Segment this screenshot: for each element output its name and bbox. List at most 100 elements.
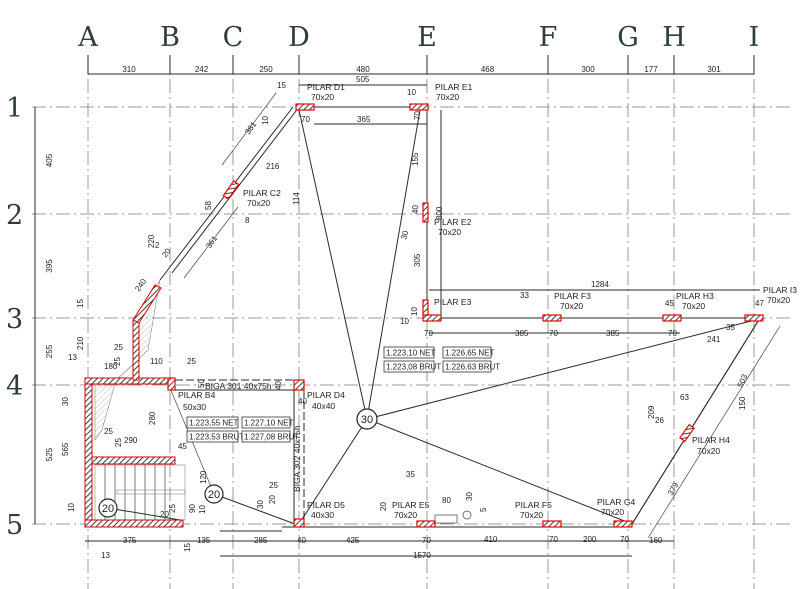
pillar-d4[interactable]: [293, 379, 305, 391]
pillar-name-label: PILAR I3: [763, 285, 797, 295]
pillar-e1[interactable]: [409, 103, 429, 111]
grid-column-label: G: [617, 22, 639, 53]
dimension-label: 503: [736, 372, 750, 388]
pillar-size-label: 70x20: [682, 301, 705, 311]
dimension-label: 375: [123, 536, 137, 545]
dimension-label: 10: [198, 505, 207, 514]
dimension-label: 565: [61, 442, 70, 456]
dimension-label: 63: [680, 393, 689, 402]
dimension-label: 200: [583, 535, 597, 544]
pillar-name-label: PILAR E2: [434, 217, 472, 227]
dimension-label: 150: [738, 396, 747, 410]
pillar-e2[interactable]: [422, 202, 429, 223]
dimension-label: 25: [114, 438, 123, 447]
slab-thickness-marker: [98, 498, 118, 518]
dimension-label: 10: [410, 307, 419, 316]
column-spacing-label: 301: [707, 65, 721, 74]
dimension-label: 33: [520, 291, 529, 300]
wall: [84, 519, 184, 528]
pillar-size-label: 70x20: [601, 507, 624, 517]
pillar-g4[interactable]: [613, 520, 633, 528]
dimension-label: 70: [549, 329, 558, 338]
row-spacing-label: 405: [45, 153, 54, 167]
dimension-label: 26: [655, 416, 664, 425]
dimension-label: 10: [400, 317, 409, 326]
span-line: [107, 507, 181, 521]
wall: [91, 456, 176, 465]
pillar-name-label: PILAR D4: [307, 390, 345, 400]
span-line: [366, 109, 421, 420]
pillar-size-label: 70x20: [520, 510, 543, 520]
dimension-label: 216: [266, 162, 280, 171]
dimension-label: 50: [197, 379, 206, 388]
dimension-label: 70: [668, 329, 677, 338]
beam-301-label: BIGA 301 40x75h: [205, 381, 272, 391]
grid-row-label: 3: [6, 304, 23, 335]
grid-column-label: I: [749, 22, 760, 53]
level-box: [442, 360, 492, 373]
grid-row-label: 5: [6, 510, 23, 541]
row-spacing-label: 255: [45, 344, 54, 358]
pillar-c2[interactable]: [222, 180, 240, 200]
dimension-label: 120: [199, 470, 208, 484]
pillars: [167, 103, 764, 528]
level-label: 1.223,08 BRUT: [386, 363, 441, 372]
dimension-label: 305: [413, 253, 422, 267]
dimension-label: 160: [649, 536, 663, 545]
grid-column-label: E: [417, 22, 437, 53]
slab-thickness-label: 20: [102, 503, 114, 515]
dimension-label: 379: [666, 480, 681, 497]
pillar-e3[interactable]: [422, 314, 442, 322]
dimension-label: 25: [168, 504, 177, 513]
pillar-h3[interactable]: [662, 314, 682, 322]
dimension-line: [647, 325, 781, 539]
pillar-i3[interactable]: [744, 314, 764, 322]
dimension-label: 35: [726, 323, 735, 332]
grid-row-label: 1: [6, 93, 23, 124]
column-spacing-label: 480: [356, 65, 370, 74]
dimension-label: 45: [178, 442, 187, 451]
dimension-label: 361: [204, 234, 219, 251]
dimension-label: 800: [435, 206, 444, 220]
dimension-label: 110: [150, 357, 163, 366]
dimension-label: 70: [424, 329, 433, 338]
dimension-label: 2: [155, 241, 160, 250]
pillar-f3[interactable]: [542, 314, 562, 322]
pillar-name-label: PILAR E5: [392, 500, 430, 510]
dimension-label: 280: [148, 411, 157, 425]
dimension-label: 381: [243, 120, 258, 137]
pillar-b4[interactable]: [167, 377, 176, 391]
dimension-label: 8: [245, 216, 250, 225]
dimension-line: [221, 92, 277, 166]
pillar-name-label: PILAR B4: [178, 390, 216, 400]
dimension-label: 45: [665, 299, 674, 308]
grid-lines: [32, 55, 790, 589]
pillar-size-label: 70x20: [438, 227, 461, 237]
wall: [132, 319, 140, 381]
dimension-label: 40: [297, 536, 306, 545]
level-box: [442, 346, 492, 359]
grid-column-label: F: [539, 22, 558, 53]
pillar-f5[interactable]: [542, 520, 562, 528]
grid-row-label: 4: [6, 371, 23, 402]
span-line: [298, 418, 368, 525]
slab-thickness-label: 20: [208, 489, 220, 501]
dimension-label: 20: [268, 495, 277, 504]
dimension-label: 15: [76, 299, 85, 308]
dimension-label: 90: [188, 504, 197, 513]
pillar-d1[interactable]: [295, 103, 315, 111]
dimension-label: 365: [357, 115, 371, 124]
level-label: 1.226,65 NET: [445, 349, 494, 358]
dimension-label: 210: [76, 336, 85, 350]
pillar-h4[interactable]: [679, 423, 695, 443]
pillar-e3-leg: [422, 299, 429, 316]
pillar-size-label: 70x20: [436, 92, 459, 102]
pillar-e5[interactable]: [416, 520, 436, 528]
dimension-label: 15: [277, 81, 286, 90]
slab-thickness-label: 30: [361, 414, 373, 426]
pillar-size-label: 70x20: [247, 198, 270, 208]
level-label: 1.226,63 BRUT: [445, 363, 500, 372]
pillar-d5[interactable]: [293, 518, 305, 528]
pillar-name-label: PILAR H3: [676, 291, 714, 301]
